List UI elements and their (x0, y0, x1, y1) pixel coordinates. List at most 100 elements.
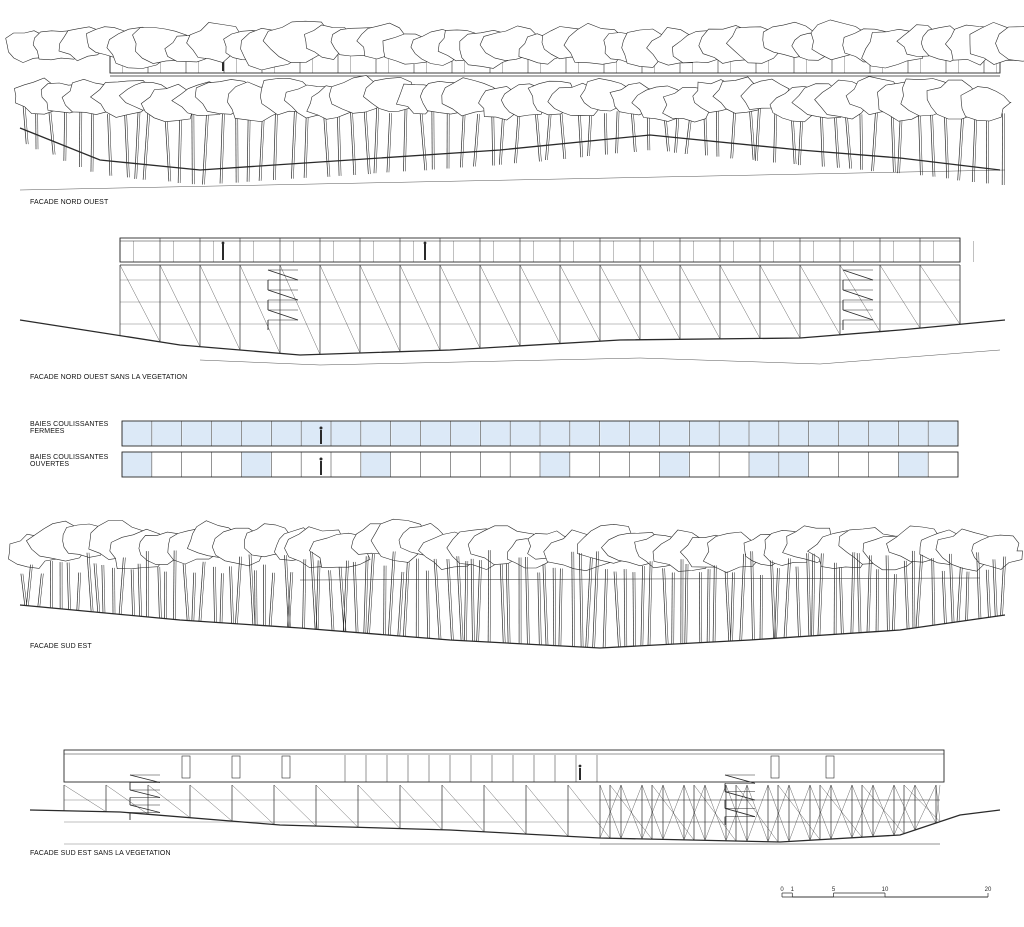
label-facade-nord-ouest-bare: FACADE NORD OUEST SANS LA VEGETATION (30, 374, 187, 381)
diagonal-brace (316, 785, 358, 827)
tree-trunk (318, 560, 320, 629)
tree-trunk (110, 114, 112, 176)
tree-trunk (588, 558, 593, 648)
terrain-line (30, 810, 1000, 842)
glass-panel (690, 422, 719, 446)
tree-trunk (751, 104, 755, 160)
facade-nord-ouest-elevation (6, 20, 1024, 190)
glass-panel (361, 422, 390, 446)
scale-bar-label: 1 (791, 887, 795, 893)
person-figure (424, 244, 426, 260)
glass-panel (511, 422, 540, 446)
tree-trunk (968, 572, 969, 621)
glass-panel (481, 422, 510, 446)
diagonal-brace (915, 785, 936, 830)
tree-trunk (648, 561, 650, 645)
glass-panel (123, 453, 152, 477)
tree-trunk (143, 112, 148, 180)
tree-trunk (232, 566, 234, 623)
tree-trunk (403, 103, 405, 171)
diagonal-brace (920, 265, 960, 324)
tree-trunk (894, 574, 896, 630)
tree-trunk (364, 111, 368, 174)
glass-panel (660, 422, 689, 446)
label-facade-nord-ouest: FACADE NORD OUEST (30, 199, 108, 206)
tree-trunk (665, 568, 669, 644)
tree-trunk (388, 551, 393, 635)
tree-trunk (474, 114, 478, 166)
diagonal-brace (652, 785, 694, 840)
tree-trunk (663, 568, 667, 644)
tree-trunk (339, 567, 344, 631)
tree-trunk (405, 563, 409, 637)
glass-panel (182, 422, 211, 446)
tree-trunk (916, 555, 921, 627)
glass-panel (123, 422, 152, 446)
tree-trunk (471, 559, 472, 641)
diagonal-brace (200, 265, 240, 350)
tree-trunk (762, 575, 763, 639)
tree-trunk (606, 113, 607, 154)
tree-trunk (725, 571, 729, 641)
glass-panel (421, 422, 450, 446)
diagonal-brace (760, 265, 800, 338)
terrain-line (20, 605, 1005, 648)
diagonal-brace (880, 265, 920, 328)
glass-panel (779, 453, 808, 477)
tree-trunk (814, 554, 815, 636)
tree-trunk (96, 563, 100, 612)
tree-trunk (316, 560, 318, 629)
tree-trunk (839, 567, 841, 634)
diagonal-brace (640, 265, 680, 339)
tree-trunk (89, 553, 93, 612)
tree-trunk (731, 572, 733, 641)
tree-trunk (757, 103, 760, 161)
tree-trunk (133, 569, 134, 615)
tree-trunk (257, 570, 258, 625)
diagonal-brace (568, 785, 610, 838)
tree-trunk (79, 104, 80, 167)
tree-trunk (918, 555, 923, 627)
glass-panel (899, 422, 928, 446)
diagonal-brace (904, 785, 940, 822)
tree-trunk (140, 564, 142, 616)
tree-trunk (508, 563, 510, 643)
person-figure (579, 768, 581, 780)
stair-flight (725, 808, 755, 816)
tree-trunk (674, 572, 675, 644)
tree-trunk (958, 114, 962, 180)
person-figure (579, 765, 582, 768)
tree-trunk (988, 570, 990, 618)
tree-trunk (426, 571, 427, 638)
glass-panel (869, 422, 898, 446)
tree-trunk (760, 575, 761, 639)
tree-trunk (64, 112, 65, 160)
tree-trunk (220, 573, 221, 623)
tree-trunk (237, 557, 241, 624)
tree-trunk (464, 561, 466, 641)
glass-panel (750, 422, 779, 446)
tree-trunk (604, 113, 605, 154)
diagonal-brace (610, 785, 652, 839)
person-figure (222, 242, 225, 245)
tree-trunk (137, 103, 141, 179)
stair-flight (843, 310, 873, 320)
tree-trunk (685, 564, 686, 643)
glass-panel (541, 422, 570, 446)
facade-sud-est-elevation (8, 519, 1022, 648)
tree-trunk (23, 103, 26, 144)
tree-trunk (704, 114, 706, 155)
tree-trunk (892, 574, 894, 630)
tree-trunk (40, 574, 44, 607)
scale-bar-label: 0 (780, 887, 784, 893)
tree-trunk (506, 563, 508, 643)
tree-trunk (303, 559, 304, 628)
tree-trunk (807, 553, 809, 636)
tree-trunk (173, 550, 174, 619)
glass-panel (899, 453, 928, 477)
tree-trunk (398, 572, 402, 636)
tree-trunk (81, 104, 82, 167)
tree-trunk (205, 104, 210, 184)
tree-trunk (733, 572, 735, 641)
